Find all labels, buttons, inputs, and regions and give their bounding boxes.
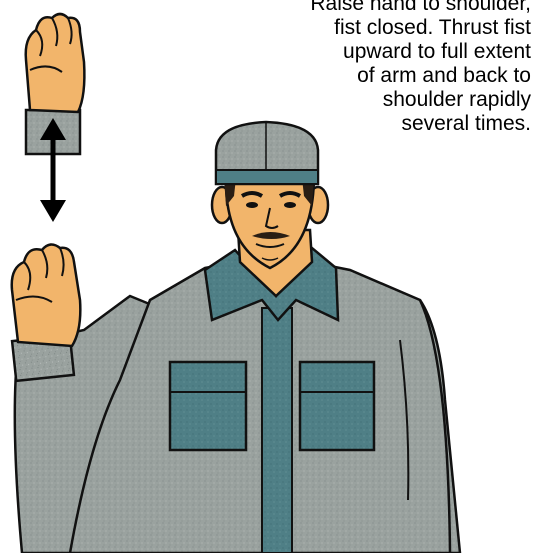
instruction-line: Raise hand to shoulder, [231,0,531,16]
shirt [70,248,460,553]
instruction-text: Raise hand to shoulder, fist closed. Thr… [231,0,531,136]
shirt-placket [262,308,292,553]
fist-icon [26,14,85,112]
instruction-line: several times. [231,112,531,136]
left-pocket [170,362,246,450]
instruction-line: shoulder rapidly [231,88,531,112]
instruction-line: fist closed. Thrust fist [231,16,531,40]
up-down-arrow-icon [40,118,66,222]
right-pocket [300,362,374,450]
instruction-line: of arm and back to [231,64,531,88]
instruction-line: upward to full extent [231,40,531,64]
